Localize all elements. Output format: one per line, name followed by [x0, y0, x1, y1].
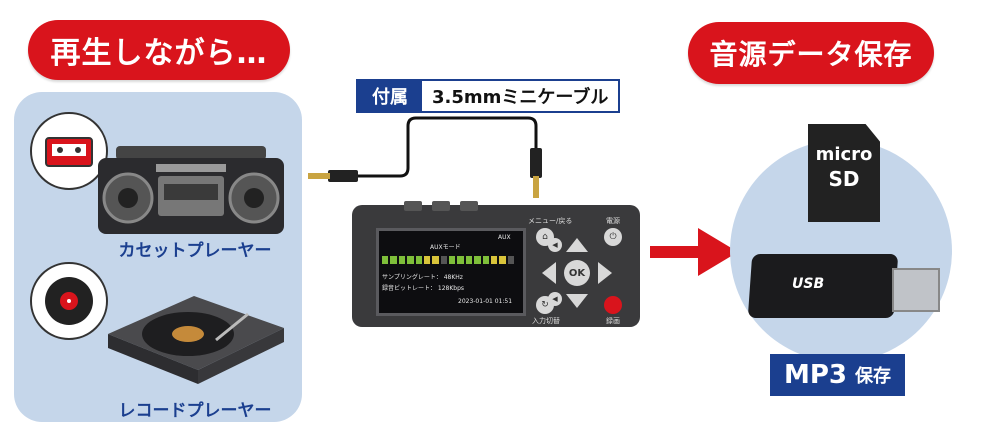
usb-text: USB	[792, 276, 825, 292]
cable-name: 3.5mmミニケーブル	[422, 81, 619, 111]
sd-line2: SD	[828, 167, 860, 191]
down-arrow-icon[interactable]	[566, 294, 588, 308]
sd-line1: micro	[815, 144, 873, 165]
included-label: 付属	[358, 81, 422, 111]
record-button[interactable]	[604, 296, 622, 314]
microsd-card-icon	[808, 124, 880, 222]
device-screen	[376, 228, 526, 316]
device-jacks	[404, 196, 494, 211]
screen-datetime: 2023-01-01 01:51	[458, 298, 513, 305]
power-label: 電源	[606, 217, 620, 225]
playing-bubble: 再生しながら…	[28, 20, 290, 80]
cassette-player-image	[96, 140, 286, 236]
input-switch-label: 入力切替	[532, 317, 560, 325]
playing-bubble-text: 再生しながら…	[50, 36, 268, 71]
record-player-image	[98, 284, 290, 394]
power-button[interactable]: ⏻	[604, 228, 622, 246]
up-arrow-icon[interactable]	[566, 238, 588, 252]
menu-back-label: メニュー/戻る	[528, 217, 573, 225]
bitrate: 録音ビットレート： 128Kbps	[382, 285, 465, 292]
level-meter	[382, 256, 514, 264]
input-switch-button[interactable]: ↻	[536, 296, 554, 314]
save-bubble: 音源データ保存	[688, 22, 934, 84]
record-player-label: レコードプレーヤー	[118, 401, 272, 421]
included-cable-tag: 付属 3.5mmミニケーブル	[356, 79, 621, 113]
ok-button[interactable]: OK	[564, 260, 590, 286]
cassette-player-label: カセットプレーヤー	[118, 241, 272, 261]
vinyl-record-icon	[30, 262, 108, 340]
screen-mode: AUXモード	[430, 244, 461, 251]
audio-cable	[308, 116, 542, 198]
right-arrow-icon[interactable]	[598, 262, 612, 284]
save-bubble-text: 音源データ保存	[709, 38, 913, 71]
left-arrow-icon[interactable]	[542, 262, 556, 284]
direction-pad	[540, 236, 614, 310]
cassette-tape-icon	[30, 112, 108, 190]
screen-badge: AUX	[498, 234, 511, 241]
arrow-right-icon	[650, 228, 738, 276]
record-button-label: 録画	[606, 317, 620, 325]
save-label: 保存	[855, 366, 892, 387]
usb-plug	[892, 268, 940, 312]
ok-label: OK	[568, 267, 586, 279]
mp3-save-tag: MP3 保存	[770, 354, 906, 396]
mp3-label: MP3	[784, 360, 848, 390]
volume-up-button[interactable]: ◀	[548, 238, 562, 252]
sampling-rate: サンプリングレート： 48KHz	[382, 274, 463, 281]
